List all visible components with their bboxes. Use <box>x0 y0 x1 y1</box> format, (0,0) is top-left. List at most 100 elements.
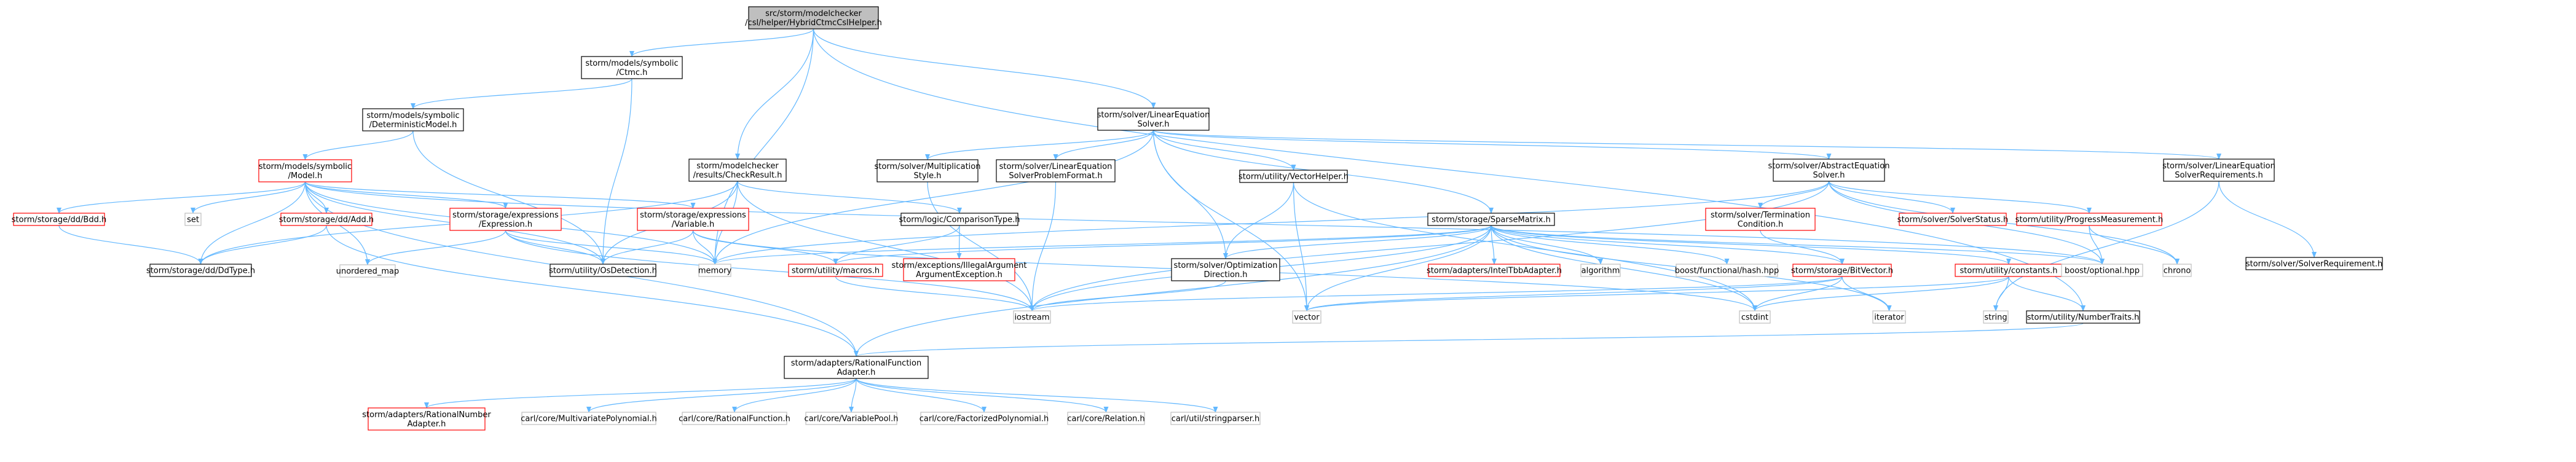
edge-abssolver-to-progress <box>1828 181 2092 214</box>
node-linsolver-box <box>1097 108 1210 131</box>
node-variable-label: storm/storage/expressions <box>640 211 746 220</box>
node-multstyle-label: Style.h <box>913 171 941 181</box>
node-checkresult-box <box>688 159 787 182</box>
node-iostream: iostream <box>1013 310 1051 324</box>
edge-ratfunc-to-varpool <box>849 378 857 413</box>
node-add[interactable]: storm/storage/dd/Add.h <box>279 213 374 226</box>
node-constants[interactable]: storm/utility/constants.h <box>1955 264 2063 277</box>
edge-ctmc-to-detmodel <box>411 78 632 109</box>
node-iterator: iterator <box>1872 310 1906 324</box>
edge-abssolver-to-memory <box>712 181 1830 265</box>
node-ratnum-label: Adapter.h <box>408 420 446 429</box>
node-ratnum-box <box>368 407 486 431</box>
node-carlratfunc-box <box>682 412 787 425</box>
node-sparsematrix[interactable]: storm/storage/SparseMatrix.h <box>1427 213 1555 226</box>
node-iostream-label: iostream <box>1014 313 1049 323</box>
node-abssolver-label: storm/solver/AbstractEquation <box>1768 162 1890 171</box>
node-ratfunc-box <box>784 356 929 379</box>
node-bdd-label: storm/storage/dd/Bdd.h <box>12 216 106 225</box>
node-multipoly-label: carl/core/MultivariatePolynomial.h <box>521 415 657 424</box>
node-progress[interactable]: storm/utility/ProgressMeasurement.h <box>2015 213 2163 226</box>
edge-variable-to-memory <box>692 230 717 265</box>
edge-ratfunc-to-relation <box>856 378 1109 413</box>
node-solverstatus-box <box>1899 213 2007 226</box>
node-ctmc-box <box>581 56 683 79</box>
node-multstyle-label: storm/solver/Multiplication <box>874 162 980 171</box>
node-osdetection[interactable]: storm/utility/OsDetection.h <box>549 264 657 277</box>
edge-constants-to-vector <box>1304 276 2009 311</box>
node-comparison-box <box>900 213 1018 226</box>
node-string: string <box>1983 310 2009 324</box>
node-constants-label: storm/utility/constants.h <box>1960 267 2058 276</box>
node-model[interactable]: storm/models/symbolic/Model.h <box>258 159 352 182</box>
node-boostopt-label: boost/optional.hpp <box>2065 267 2140 276</box>
node-bdd-box <box>13 213 105 226</box>
node-algorithm: algorithm <box>1580 264 1621 277</box>
edge-model-to-bdd <box>57 181 306 214</box>
node-solverstatus[interactable]: storm/solver/SolverStatus.h <box>1897 213 2008 226</box>
node-detmodel[interactable]: storm/models/symbolic/DeterministicModel… <box>362 108 464 131</box>
edge-numbertraits-to-ratfunc <box>854 323 2084 357</box>
node-linprob[interactable]: storm/solver/LinearEquationSolverProblem… <box>996 159 1116 182</box>
edge-comparison-to-illegalarg <box>956 225 962 259</box>
node-cstdint-box <box>1739 310 1771 324</box>
edge-abssolver-to-iostream <box>1030 181 1830 311</box>
node-algorithm-label: algorithm <box>1581 267 1620 276</box>
node-multipoly-box <box>521 412 656 425</box>
node-inteltbb-box <box>1428 264 1561 277</box>
edge-ratfunc-to-factpoly <box>856 378 987 413</box>
node-macros[interactable]: storm/utility/macros.h <box>788 264 883 277</box>
edge-linreq-to-string <box>1993 181 2220 311</box>
node-linreq[interactable]: storm/solver/LinearEquationSolverRequire… <box>2162 159 2275 182</box>
node-comparison-label: storm/logic/ComparisonType.h <box>899 216 1020 225</box>
node-unordered_map-box <box>339 264 396 278</box>
node-ratnum-label: storm/adapters/RationalNumber <box>362 410 491 420</box>
node-inteltbb[interactable]: storm/adapters/IntelTbbAdapter.h <box>1427 264 1562 277</box>
edge-expression-to-osdetection <box>505 230 605 265</box>
node-unordered_map-label: unordered_map <box>336 267 400 276</box>
node-ddtype[interactable]: storm/storage/dd/DdType.h <box>146 264 255 277</box>
node-ctmc[interactable]: storm/models/symbolic/Ctmc.h <box>581 56 683 79</box>
node-bitvector-box <box>1792 264 1892 277</box>
edge-ctmc-to-osdetection <box>601 78 632 265</box>
node-bdd[interactable]: storm/storage/dd/Bdd.h <box>12 213 106 226</box>
edge-bdd-to-ddtype <box>58 225 203 265</box>
edge-multstyle-to-iostream <box>927 181 1034 311</box>
edge-comparison-to-macros <box>833 225 960 265</box>
node-algorithm-box <box>1580 264 1621 277</box>
edge-sparsematrix-to-ratfunc <box>854 225 1492 357</box>
node-solverreq-box <box>2245 257 2383 270</box>
node-comparison[interactable]: storm/logic/ComparisonType.h <box>899 213 1020 226</box>
node-model-label: /Model.h <box>288 171 323 181</box>
node-ctmc-label: /Ctmc.h <box>616 68 648 77</box>
node-termination-box <box>1705 208 1816 231</box>
node-boosthash-box <box>1676 264 1778 277</box>
edge-ratfunc-to-multipoly <box>586 378 857 413</box>
node-illegalarg[interactable]: storm/exceptions/IllegalArgumentArgument… <box>891 258 1027 281</box>
node-bitvector[interactable]: storm/storage/BitVector.h <box>1791 264 1893 277</box>
node-varpool-label: carl/core/VariablePool.h <box>805 415 899 424</box>
node-expression[interactable]: storm/storage/expressions/Expression.h <box>449 208 562 231</box>
node-checkresult[interactable]: storm/modelchecker/results/CheckResult.h <box>688 159 787 182</box>
edge-linsolver-to-abssolver <box>1152 130 1832 160</box>
edge-variable-to-osdetection <box>601 230 694 265</box>
node-variable[interactable]: storm/storage/expressions/Variable.h <box>637 208 749 231</box>
node-boosthash-label: boost/functional/hash.hpp <box>1675 267 1779 276</box>
edge-sparsematrix-to-optdir <box>1223 225 1492 259</box>
node-vechelper[interactable]: storm/utility/VectorHelper.h <box>1239 170 1349 183</box>
node-numbertraits[interactable]: storm/utility/NumberTraits.h <box>2026 310 2140 324</box>
node-multstyle-box <box>876 159 979 182</box>
edge-progress-to-chrono <box>2089 225 2180 265</box>
node-root[interactable]: src/storm/modelchecker/csl/helper/Hybrid… <box>745 6 882 29</box>
node-root-box <box>748 6 879 29</box>
node-linprob-label: SolverProblemFormat.h <box>1009 171 1102 181</box>
node-stringparser-label: carl/util/stringparser.h <box>1172 415 1260 424</box>
node-solverreq[interactable]: storm/solver/SolverRequirement.h <box>2245 257 2383 270</box>
